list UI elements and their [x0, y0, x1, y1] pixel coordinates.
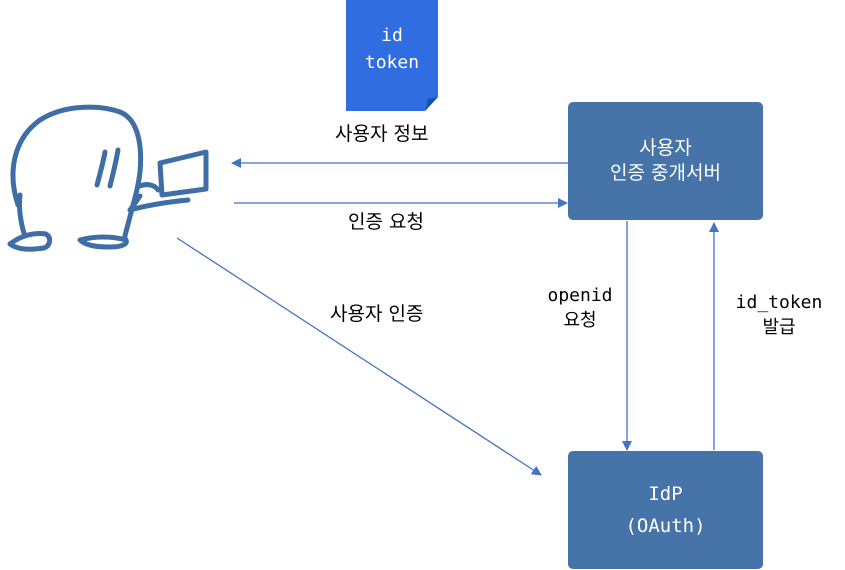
id-token-issue-line-1: id_token [735, 292, 823, 313]
relay-server-node: 사용자 인증 중개서버 [568, 102, 763, 220]
relay-server-line-1: 사용자 [639, 137, 692, 159]
idp-node: IdP (OAuth) [568, 451, 763, 569]
auth-request-label: 인증 요청 [348, 211, 424, 233]
id-token-document-icon [346, 0, 438, 111]
document-line-2: token [364, 52, 420, 73]
user-auth-label: 사용자 인증 [330, 303, 424, 325]
id-token-document-label: id token [346, 22, 438, 76]
id-token-issue-line-2: 발급 [762, 317, 796, 338]
openid-request-line-1: openid [547, 285, 613, 306]
arrow-user-auth [176, 237, 542, 476]
relay-server-line-2: 인증 중개서버 [610, 162, 721, 184]
user-info-label: 사용자 정보 [335, 123, 429, 145]
openid-request-line-2: 요청 [563, 310, 597, 331]
document-fold [425, 97, 438, 111]
idp-line-2: (OAuth) [625, 515, 706, 537]
id-token-issue-label: id_token 발급 [722, 290, 836, 340]
document-line-1: id [381, 25, 403, 46]
user-at-laptop-sketch-icon [7, 104, 209, 252]
idp-line-1: IdP [648, 483, 683, 505]
openid-request-label: openid 요청 [532, 283, 628, 333]
